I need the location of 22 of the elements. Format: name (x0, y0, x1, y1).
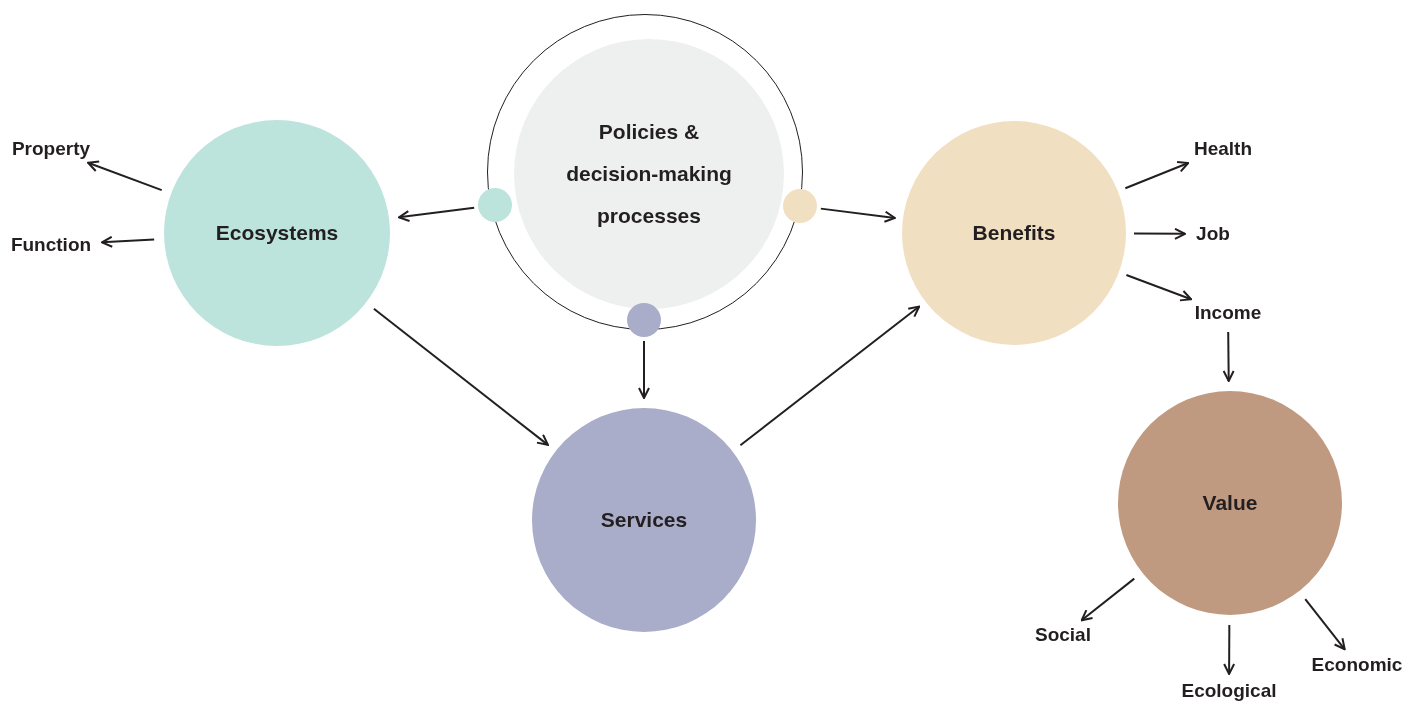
arrow (1080, 577, 1136, 622)
label-text: Property (8, 138, 94, 160)
label-text: Ecological (1170, 680, 1288, 702)
label-text: Economic (1302, 654, 1412, 676)
label-text: Function (8, 234, 94, 256)
arrow (1125, 274, 1193, 302)
arrow (1223, 624, 1236, 675)
label-text: Health (1190, 138, 1256, 160)
arrow (87, 160, 163, 192)
arrow (638, 340, 650, 399)
arrow (372, 307, 549, 446)
label-text: Income (1188, 302, 1268, 324)
arrow (1124, 161, 1190, 190)
arrow (1222, 331, 1235, 382)
arrow (819, 207, 896, 223)
arrow (1133, 227, 1186, 240)
label-text: Job (1193, 223, 1233, 245)
arrow (1304, 598, 1346, 651)
arrow (398, 206, 476, 222)
arrow (101, 235, 156, 248)
arrow (739, 305, 921, 447)
label-text: Social (1028, 624, 1098, 646)
